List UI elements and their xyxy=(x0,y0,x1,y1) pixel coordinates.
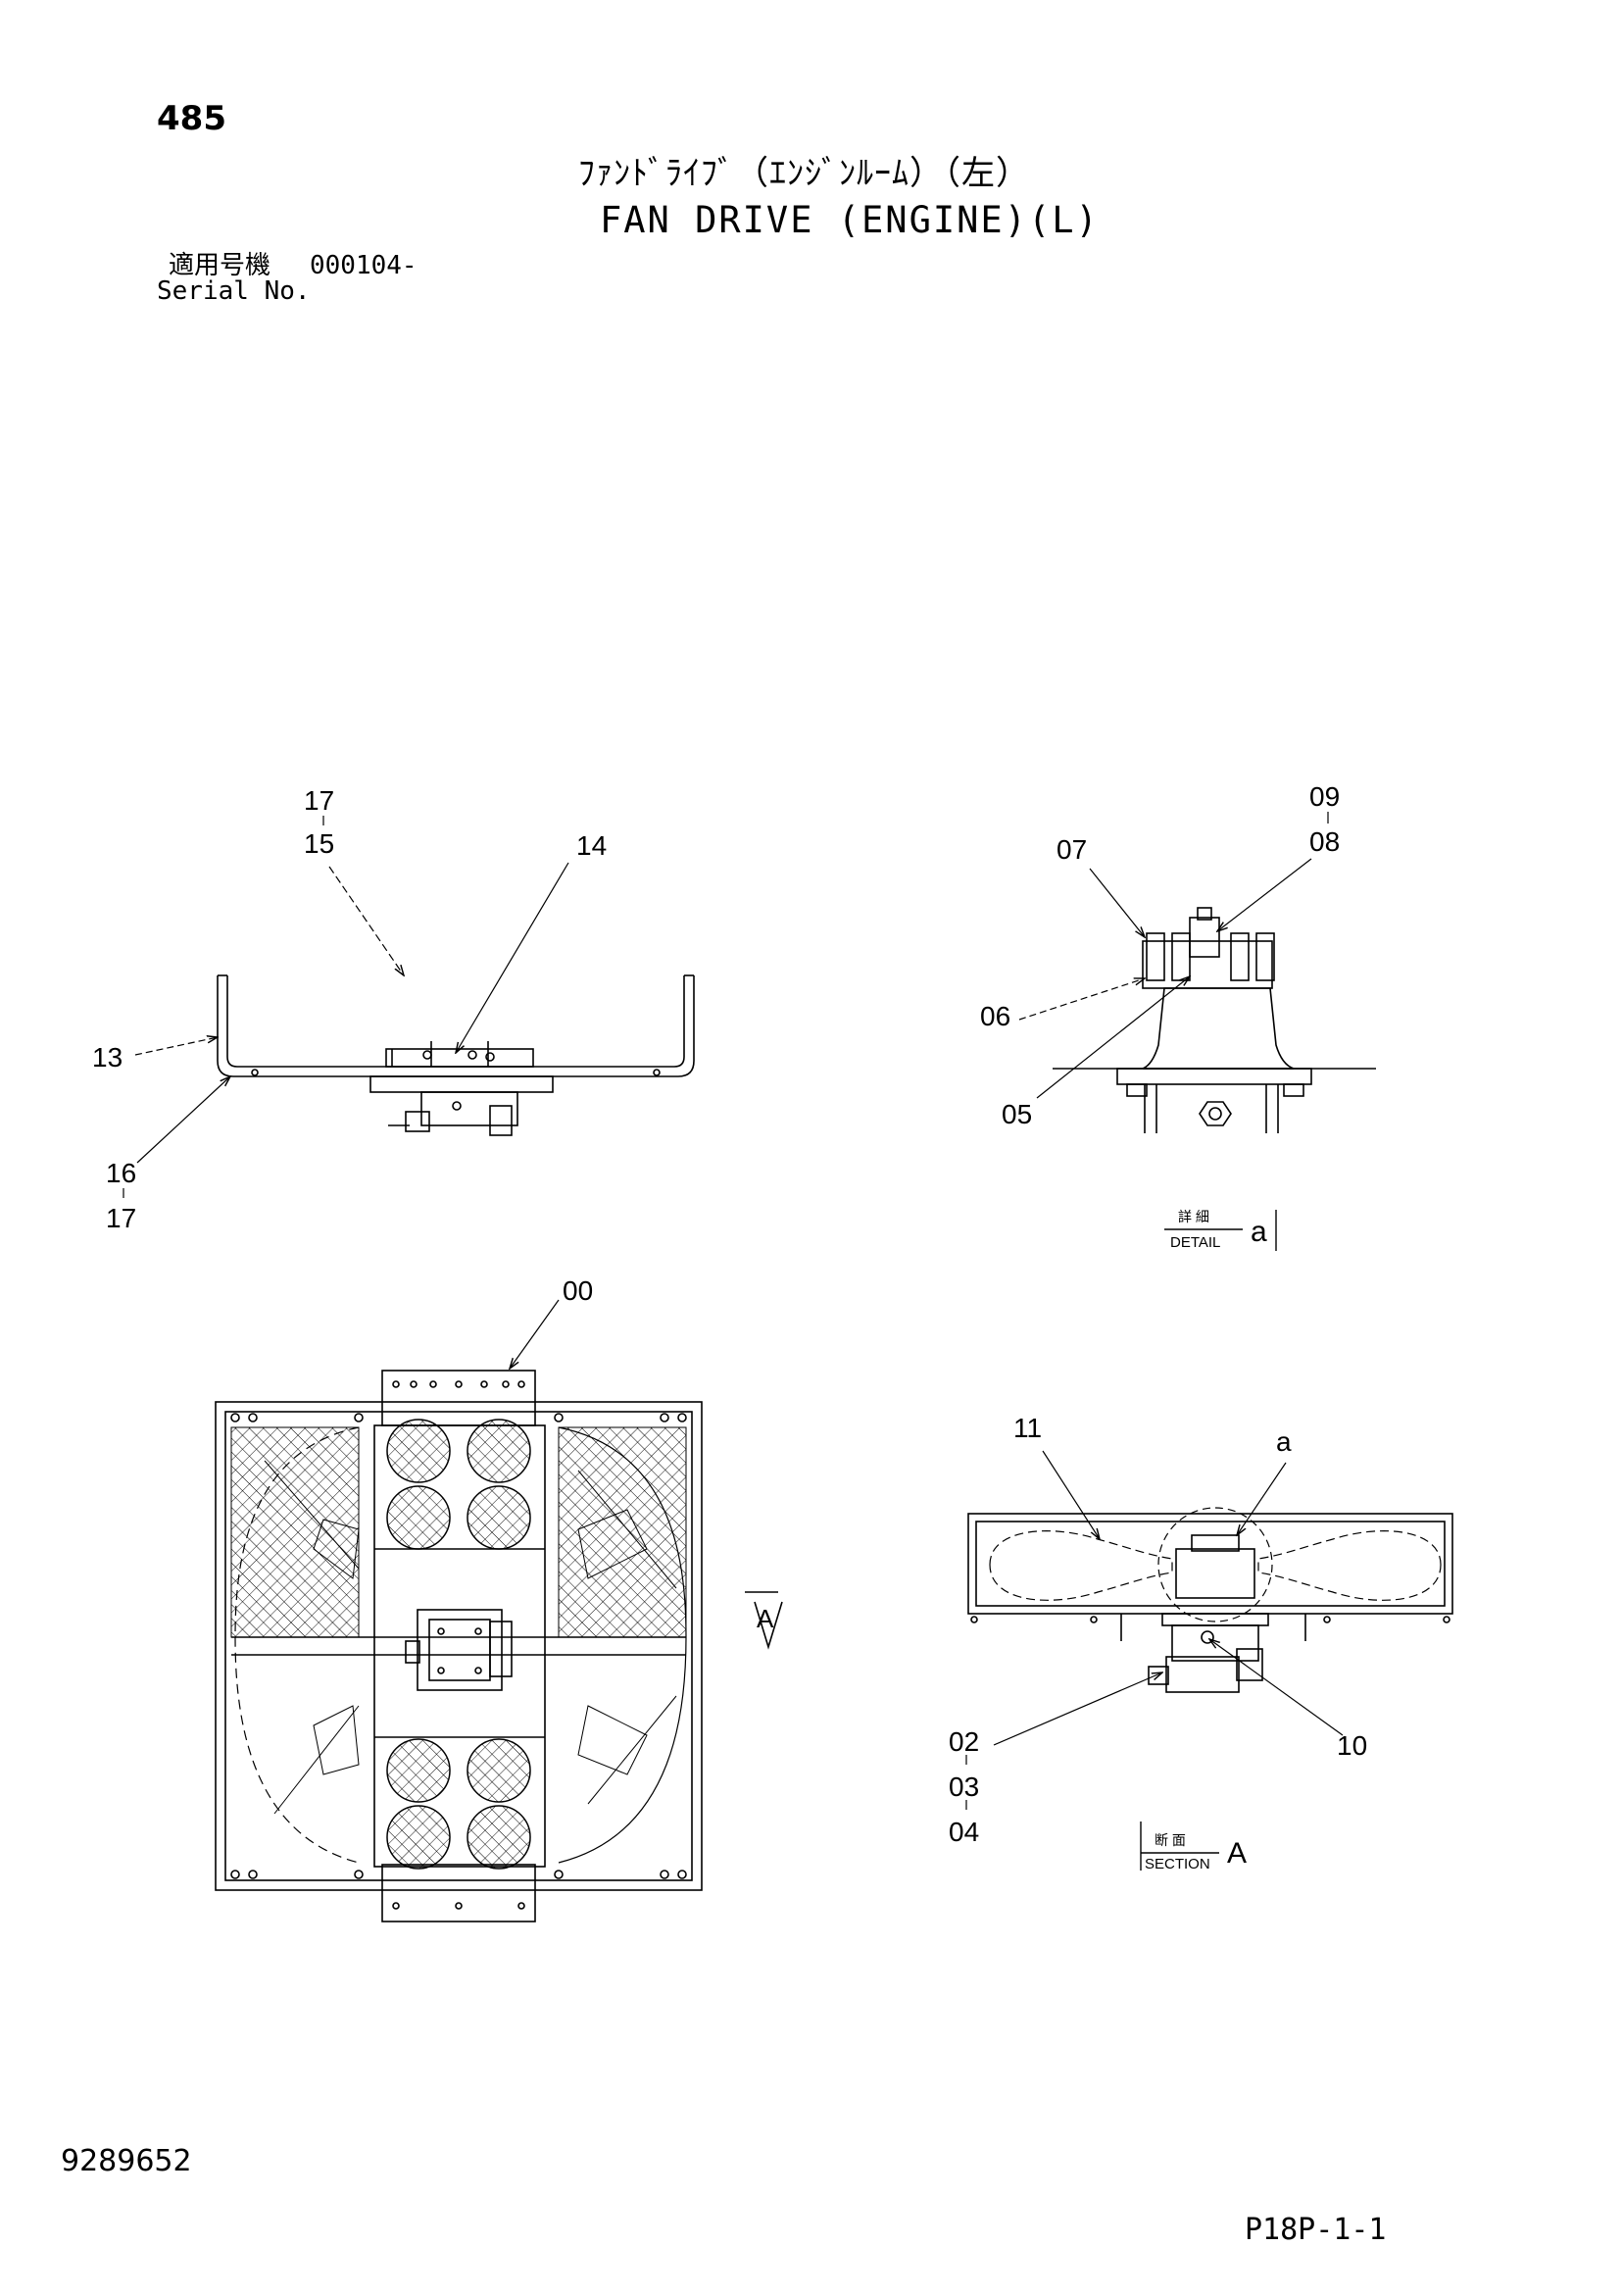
section-callouts: 11 a 02 03 04 10 xyxy=(949,1413,1367,1847)
callout-14: 14 xyxy=(576,830,607,861)
detail-label-jp: 詳 細 xyxy=(1178,1209,1209,1224)
title-japanese: ﾌｧﾝﾄﾞﾗｲﾌﾞ（ｴﾝｼﾞﾝﾙｰﾑ）（左） xyxy=(578,154,1030,193)
callout-08: 08 xyxy=(1309,826,1340,857)
top-view-leaders xyxy=(123,816,569,1198)
callout-04: 04 xyxy=(949,1817,979,1847)
callout-10: 10 xyxy=(1337,1730,1367,1761)
callout-17-upper: 17 xyxy=(304,785,334,816)
serial-value: 000104- xyxy=(310,251,418,280)
section-label-jp: 断 面 xyxy=(1155,1832,1186,1848)
detail-callouts: 09 08 07 06 05 xyxy=(980,781,1340,1129)
serial-label-english: Serial No. xyxy=(157,276,311,306)
section-label-box: 断 面 SECTION A xyxy=(1140,1822,1247,1872)
document-number: 9289652 xyxy=(61,2144,192,2178)
callout-02: 02 xyxy=(949,1726,979,1757)
title-english: FAN DRIVE (ENGINE)(L) xyxy=(600,199,1100,241)
detail-label-en: DETAIL xyxy=(1170,1234,1220,1251)
callout-09: 09 xyxy=(1309,781,1340,812)
callout-05: 05 xyxy=(1002,1099,1032,1129)
callout-11: 11 xyxy=(1013,1413,1042,1443)
callout-07: 07 xyxy=(1057,834,1087,865)
main-callouts: 00 xyxy=(563,1275,593,1306)
callout-17-lower: 17 xyxy=(106,1203,136,1233)
serial-label-japanese: 適用号機 xyxy=(169,251,271,280)
callout-13: 13 xyxy=(92,1042,123,1073)
top-view-callouts: 17 15 14 13 16 17 xyxy=(92,785,607,1233)
detail-label-box: 詳 細 DETAIL a xyxy=(1164,1209,1277,1251)
callout-16: 16 xyxy=(106,1158,136,1188)
callout-a: a xyxy=(1276,1426,1292,1457)
main-grilles xyxy=(386,1419,531,1870)
page-code: P18P-1-1 xyxy=(1245,2213,1387,2247)
main-front-view xyxy=(215,1370,703,1922)
section-label-en: SECTION xyxy=(1145,1856,1210,1872)
section-arrow-letter: A xyxy=(757,1604,774,1633)
detail-leaders xyxy=(1018,812,1329,1099)
callout-06: 06 xyxy=(980,1001,1010,1031)
section-arrow-marker: A xyxy=(745,1591,783,1650)
section-label-letter: A xyxy=(1227,1837,1247,1870)
section-drawing xyxy=(967,1507,1453,1693)
section-leaders xyxy=(965,1450,1344,1810)
callout-03: 03 xyxy=(949,1772,979,1802)
page-number: 485 xyxy=(157,99,226,138)
callout-15: 15 xyxy=(304,828,334,859)
top-view-drawing xyxy=(217,974,695,1136)
detail-drawing xyxy=(1053,907,1376,1133)
detail-label-letter: a xyxy=(1251,1216,1267,1248)
callout-00: 00 xyxy=(563,1275,593,1306)
main-leaders xyxy=(510,1299,560,1369)
